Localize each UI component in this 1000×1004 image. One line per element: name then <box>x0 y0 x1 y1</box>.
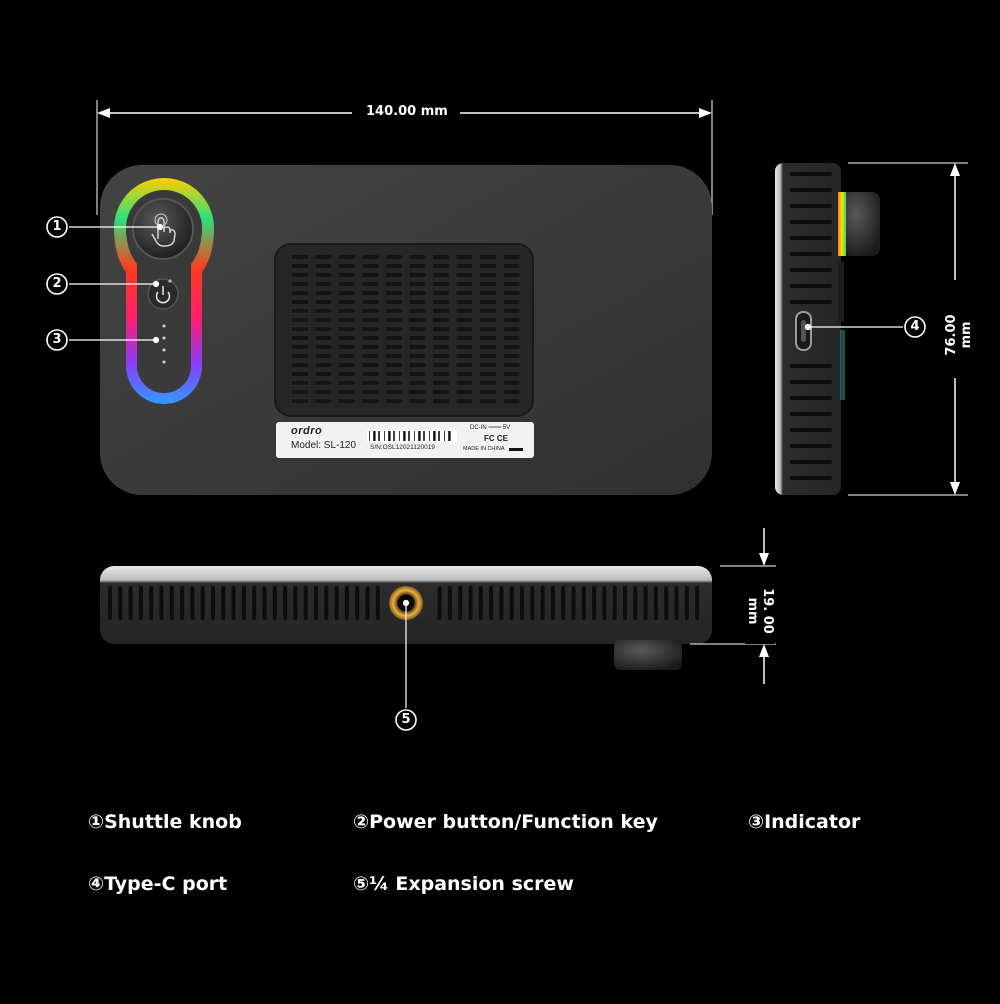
width-label: 140.00 mm <box>362 104 452 119</box>
bottom-vent-slots <box>108 586 700 620</box>
input-text: DC-IN ═══ 5V <box>470 425 511 431</box>
callout-leader-5 <box>402 599 410 708</box>
legend-power-button: ②Power button/Function key <box>353 811 658 833</box>
barcode-area <box>367 430 457 442</box>
legend-shuttle-knob: ①Shuttle knob <box>88 811 242 833</box>
serial-text: S/N:OSL12021120019 <box>370 444 435 451</box>
touch-hand-icon <box>151 213 176 247</box>
callout-1: ①1 <box>52 219 62 234</box>
callout-leader-4 <box>804 323 903 331</box>
bottom-knob <box>614 640 682 670</box>
brand-logo: ordro <box>291 425 323 437</box>
depth-label: 19. 00 mm <box>745 578 775 644</box>
callout-2: ②2 <box>52 276 62 291</box>
callout-5: ⑤5 <box>401 712 411 727</box>
height-label: 76.00 mm <box>944 298 974 372</box>
legend-type-c-port: ④Type-C port <box>88 873 228 895</box>
height-dimension <box>848 162 968 496</box>
vent-grid <box>292 255 520 403</box>
barcode <box>369 431 451 441</box>
power-icon <box>155 286 171 304</box>
side-knob <box>840 192 880 256</box>
callout-4: ④4 <box>910 319 920 334</box>
callout-circles <box>46 216 926 731</box>
legend-expansion-screw: ⑤¼ Expansion screw <box>353 873 574 895</box>
depth-dimension <box>690 528 776 684</box>
origin-text: MADE IN CHINA <box>463 446 505 452</box>
model-text: Model: SL-120 <box>291 440 357 451</box>
indicator-dots <box>162 324 166 364</box>
device-side-view <box>775 163 880 495</box>
legend-indicator: ③Indicator <box>748 811 861 833</box>
shuttle-knob[interactable] <box>132 198 194 260</box>
callout-leaders-top <box>69 223 164 344</box>
side-vent-slots <box>790 172 832 480</box>
callout-3: ③3 <box>52 332 62 347</box>
device-top-view <box>100 165 712 495</box>
width-dimension <box>96 100 713 215</box>
cert-text: FC CE <box>484 434 508 443</box>
